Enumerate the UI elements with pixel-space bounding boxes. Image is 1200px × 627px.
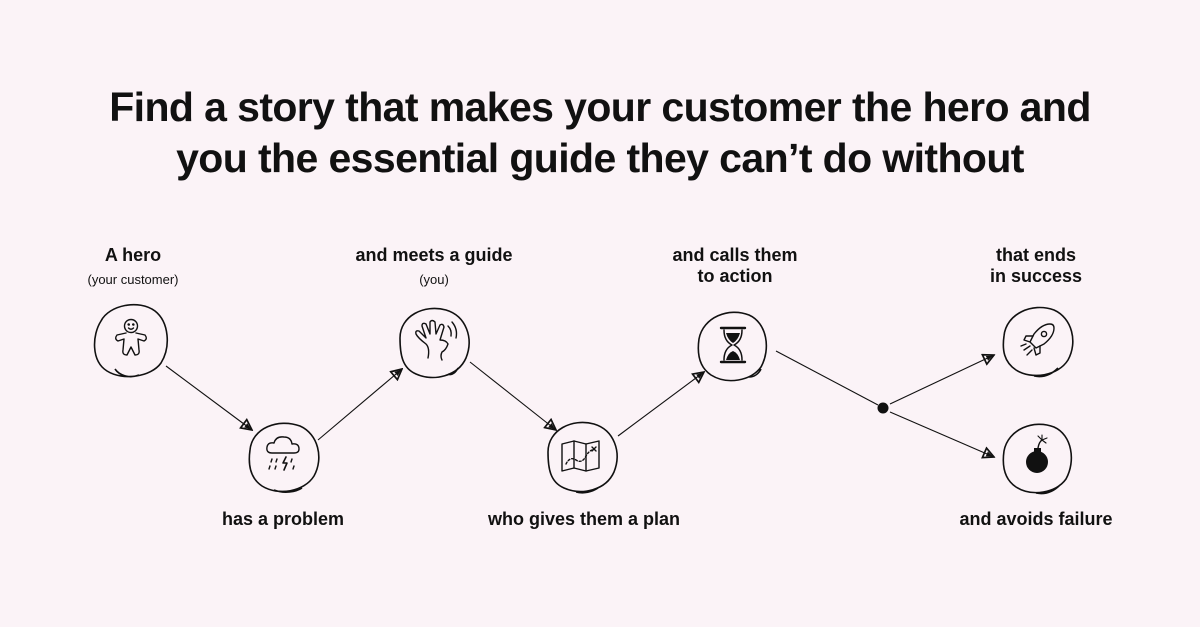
branch-point <box>877 402 889 414</box>
bomb-icon <box>1026 434 1048 473</box>
map-icon <box>561 440 600 472</box>
label-success-line-2: in success <box>989 266 1083 286</box>
node-guide <box>399 307 470 379</box>
connector-branch-to-failure <box>889 411 994 457</box>
gingerbread-person-icon <box>115 318 147 356</box>
label-hero: A hero <box>104 245 162 265</box>
label-action: and calls them to action <box>672 245 797 287</box>
label-plan: who gives them a plan <box>487 509 681 529</box>
node-circle <box>248 422 320 493</box>
hourglass-icon <box>719 326 747 364</box>
page-title: Find a story that makes your customer th… <box>0 82 1200 184</box>
node-circle <box>697 311 768 382</box>
waving-hand-icon <box>415 319 458 361</box>
connector-hero-to-problem <box>165 365 252 430</box>
label-success-line-1: that ends <box>995 245 1076 265</box>
label-guide: and meets a guide <box>355 245 513 265</box>
sublabel-guide: (you) <box>419 272 449 287</box>
node-action <box>697 311 768 382</box>
node-circle <box>93 303 168 378</box>
node-circle <box>1002 306 1074 378</box>
connector-action-to-branch <box>775 350 879 406</box>
storm-cloud-icon <box>266 436 300 471</box>
connector-problem-to-guide <box>317 369 402 441</box>
rocket-icon <box>1020 323 1055 356</box>
label-problem: has a problem <box>221 509 345 529</box>
node-failure <box>1002 423 1073 495</box>
sublabel-hero: (your customer) <box>87 272 179 287</box>
node-problem <box>248 422 320 493</box>
node-circle <box>547 421 618 494</box>
node-plan <box>547 421 618 494</box>
connector-branch-to-success <box>889 355 994 405</box>
connector-guide-to-plan <box>469 361 556 430</box>
node-circle <box>1002 423 1073 495</box>
label-success: that ends in success <box>990 245 1082 287</box>
label-action-line-1: and calls them <box>672 245 798 265</box>
title-line-2: you the essential guide they can’t do wi… <box>176 135 1024 181</box>
node-circle <box>399 307 470 379</box>
label-failure: and avoids failure <box>959 509 1113 529</box>
node-success <box>1002 306 1074 378</box>
label-action-line-2: to action <box>697 266 773 286</box>
title-line-1: Find a story that makes your customer th… <box>109 84 1091 130</box>
connector-plan-to-action <box>617 372 704 437</box>
node-hero <box>93 303 168 378</box>
